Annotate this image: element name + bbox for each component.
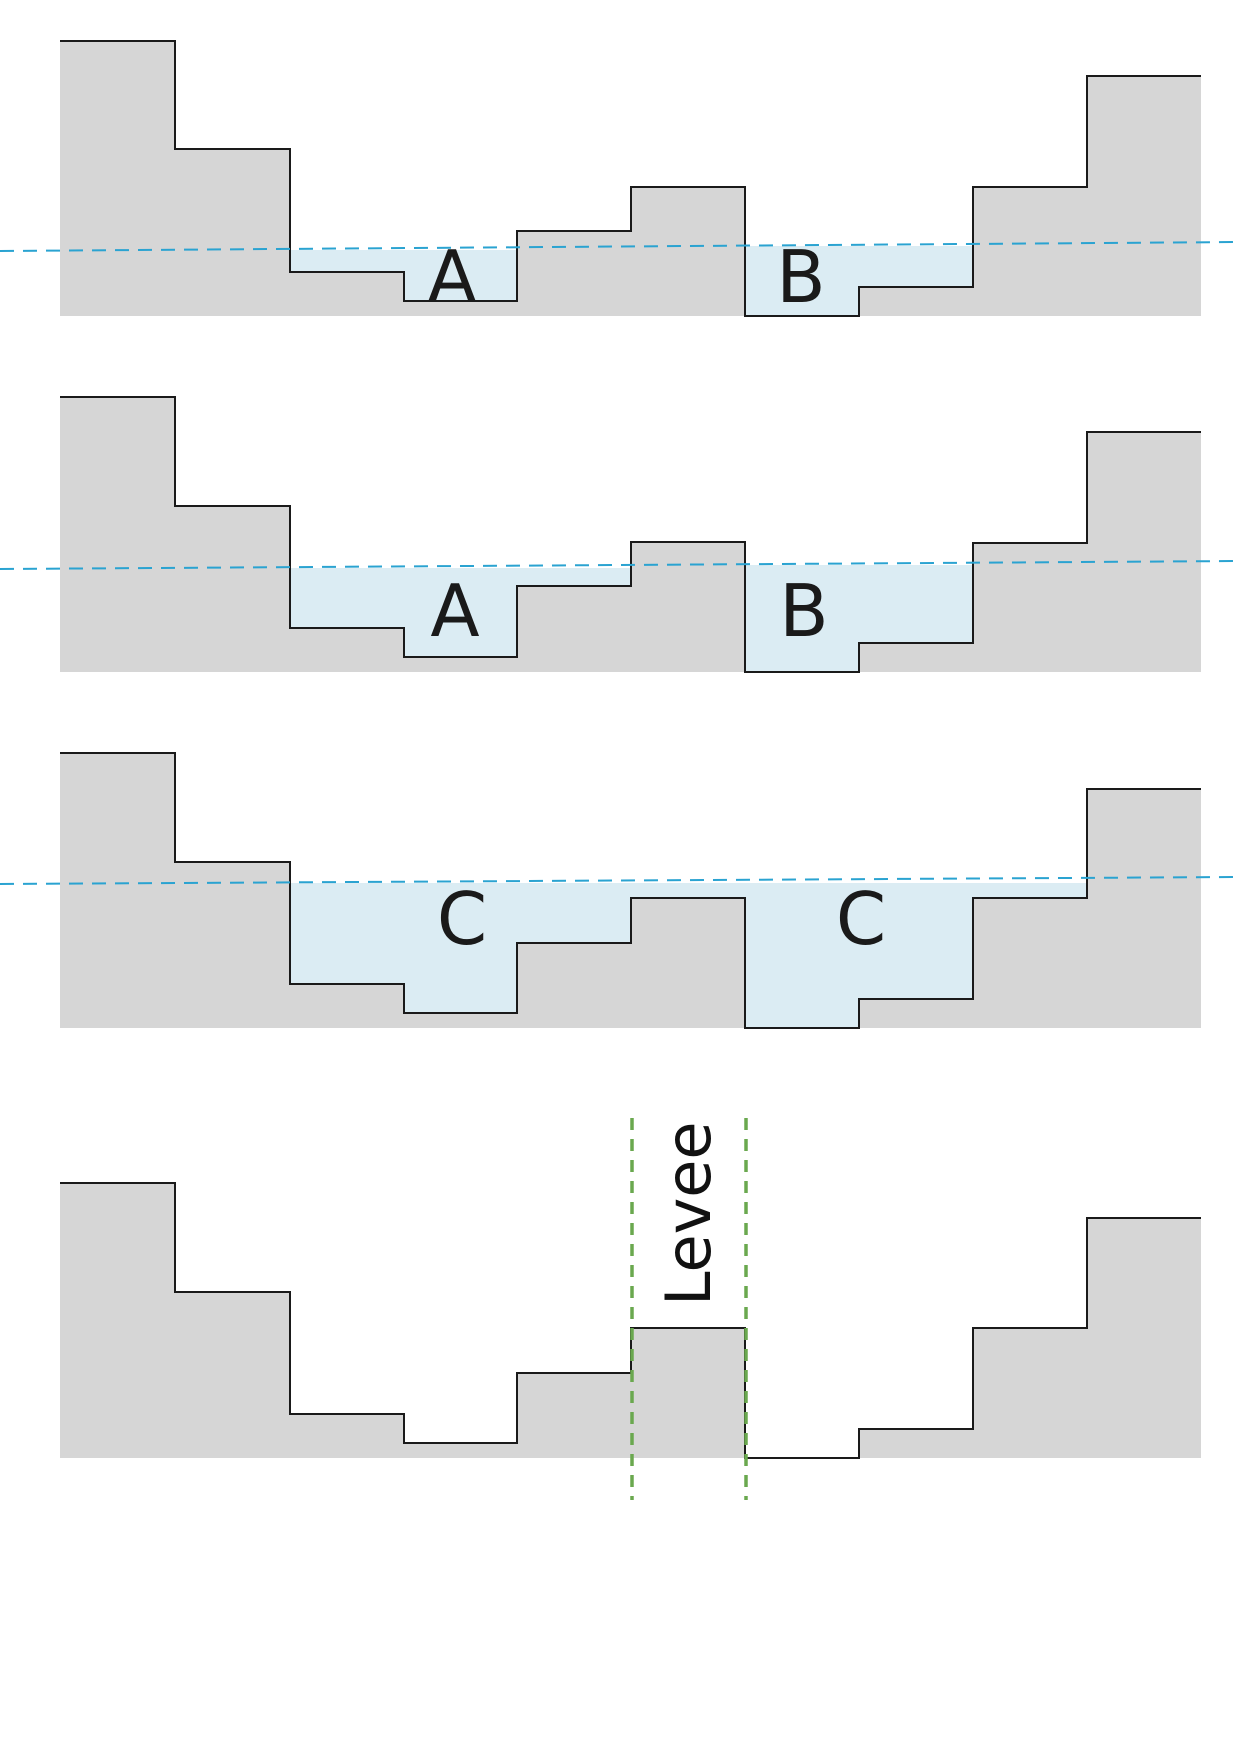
- basin-label-a-1: A: [427, 235, 476, 319]
- terrain-outline-3: [60, 752, 1201, 1029]
- terrain-1: [60, 41, 1201, 316]
- water-basin-b-2: [745, 565, 973, 672]
- water-basin-b-1: [745, 246, 973, 316]
- terrain-2: [60, 397, 1201, 672]
- panel-2: A B: [0, 396, 1240, 673]
- basin-label-b-1: B: [776, 235, 825, 319]
- basin-label-c-left: C: [437, 877, 487, 961]
- basin-label-c-right: C: [836, 877, 886, 961]
- panel-3: C C: [0, 752, 1240, 1029]
- panel-1: A B: [0, 40, 1240, 319]
- panel-4: Levee: [60, 1118, 1201, 1500]
- water-basin-c: [290, 883, 1087, 1028]
- water-basin-a-2: [290, 568, 631, 657]
- water-basin-a-1: [290, 250, 517, 301]
- basin-label-a-2: A: [430, 569, 479, 653]
- basin-label-b-2: B: [779, 569, 828, 653]
- levee-label: Levee: [652, 1121, 725, 1306]
- terrain-outline-1: [60, 40, 1201, 317]
